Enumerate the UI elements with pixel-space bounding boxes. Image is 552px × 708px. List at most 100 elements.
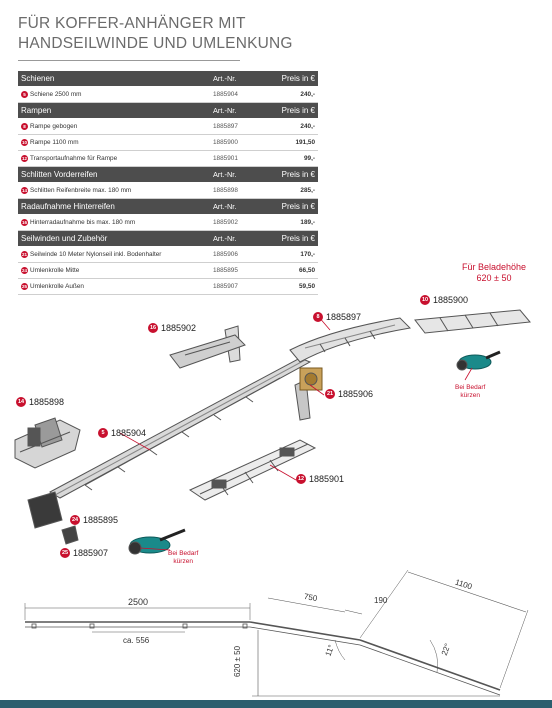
title-line-1: FÜR KOFFER-ANHÄNGER MIT	[18, 15, 246, 32]
item-description: Umlenkrolle Mitte	[30, 267, 80, 275]
shorten-note-right: Bei Bedarf kürzen	[455, 384, 485, 400]
section-title: Schienen	[18, 71, 210, 87]
item-art-nr: 1885898	[210, 182, 272, 199]
item-art-nr: 1885897	[210, 118, 272, 135]
col-preis-header: Preis in €	[272, 198, 318, 215]
item-art-nr: 1885904	[210, 86, 272, 103]
rail-drawing	[48, 357, 312, 499]
item-number-badge: 21	[21, 250, 28, 258]
callout-number: 8	[313, 312, 323, 322]
item-number-badge: 24	[21, 266, 28, 274]
item-description: Transportaufnahme für Rampe	[30, 155, 118, 163]
title-divider	[18, 60, 240, 61]
item-price: 59,50	[272, 278, 318, 295]
col-preis-header: Preis in €	[272, 166, 318, 183]
callout-label: 1885897	[326, 312, 362, 322]
title-line-2: HANDSEILWINDE UND UMLENKUNG	[18, 35, 293, 52]
col-art-header: Art.-Nr.	[210, 230, 272, 247]
angle-grinder-icon-2	[456, 350, 501, 371]
loading-height-value: 620 ± 50	[476, 273, 512, 283]
ramp-straight-drawing	[414, 309, 531, 334]
shorten-note-line2: kürzen	[173, 558, 193, 565]
item-price: 191,50	[272, 134, 318, 151]
shorten-note-left: Bei Bedarf kürzen	[168, 550, 198, 566]
callout-number: 14	[16, 397, 26, 407]
item-art-nr: 1885907	[210, 278, 272, 295]
footer-bar	[0, 700, 552, 708]
dim-190: 190	[374, 596, 388, 605]
item-number-badge: 10	[21, 138, 28, 146]
dim-2500: 2500	[128, 597, 149, 607]
callout-label: 1885900	[433, 295, 469, 305]
rear-wheel-holder-drawing	[169, 325, 246, 369]
item-price: 240,-	[272, 86, 318, 103]
shorten-note-line1: Bei Bedarf	[455, 384, 486, 391]
col-art-header: Art.-Nr.	[210, 102, 272, 119]
loading-height-label: Für Beladehöhe	[462, 262, 527, 272]
callout-label: 1885904	[111, 428, 147, 438]
page-title: FÜR KOFFER-ANHÄNGER MIT HANDSEILWINDE UN…	[18, 14, 293, 54]
pulley-outer-drawing	[61, 525, 79, 545]
item-description: Umlenkrolle Außen	[30, 283, 84, 291]
front-wheel-sled-drawing	[14, 417, 81, 469]
col-art-header: Art.-Nr.	[210, 166, 272, 183]
dim-ca-556: ca. 556	[123, 636, 150, 645]
callout-number: 21	[325, 389, 335, 399]
callout-number: 25	[60, 548, 70, 558]
callout-number: 24	[70, 515, 80, 525]
pulley-center-drawing	[27, 491, 63, 529]
item-price: 99,-	[272, 150, 318, 167]
callout-pulley-outer: 25 1885907	[60, 548, 108, 558]
callout-label: 1885901	[309, 474, 345, 484]
item-description: Rampe gebogen	[30, 123, 78, 131]
callout-ramp-curved: 8 1885897	[313, 312, 361, 322]
item-art-nr: 1885906	[210, 246, 272, 263]
winch-drawing	[299, 367, 323, 391]
section-title: Rampen	[18, 102, 210, 119]
callout-number: 10	[420, 295, 430, 305]
item-art-nr: 1885902	[210, 214, 272, 231]
callout-number: 12	[296, 474, 306, 484]
col-art-header: Art.-Nr.	[210, 71, 272, 87]
item-price: 170,-	[272, 246, 318, 263]
item-description: Schiene 2500 mm	[30, 91, 82, 99]
col-preis-header: Preis in €	[272, 102, 318, 119]
item-art-nr: 1885895	[210, 262, 272, 279]
transport-mount-drawing	[188, 439, 317, 501]
shorten-note-line2: kürzen	[460, 392, 480, 399]
callout-number: 5	[98, 428, 108, 438]
section-title: Radaufnahme Hinterreifen	[18, 198, 210, 215]
section-title: Seilwinden und Zubehör	[18, 230, 210, 247]
callout-pulley-center: 24 1885895	[70, 515, 118, 525]
item-description: Rampe 1100 mm	[30, 139, 79, 147]
callout-front-wheel-sled: 14 1885898	[16, 397, 64, 407]
callout-label: 1885895	[83, 515, 119, 525]
callout-ramp-straight: 10 1885900	[420, 295, 468, 305]
section-title: Schlitten Vorderreifen	[18, 166, 210, 183]
item-description: Hinterradaufnahme bis max. 180 mm	[30, 219, 136, 227]
dimension-drawing	[24, 569, 529, 697]
item-price: 240,-	[272, 118, 318, 135]
callout-winch: 21 1885906	[325, 389, 373, 399]
item-number-badge: 25	[21, 282, 28, 290]
item-art-nr: 1885900	[210, 134, 272, 151]
item-number-badge: 16	[21, 218, 28, 226]
callout-label: 1885902	[161, 323, 197, 333]
